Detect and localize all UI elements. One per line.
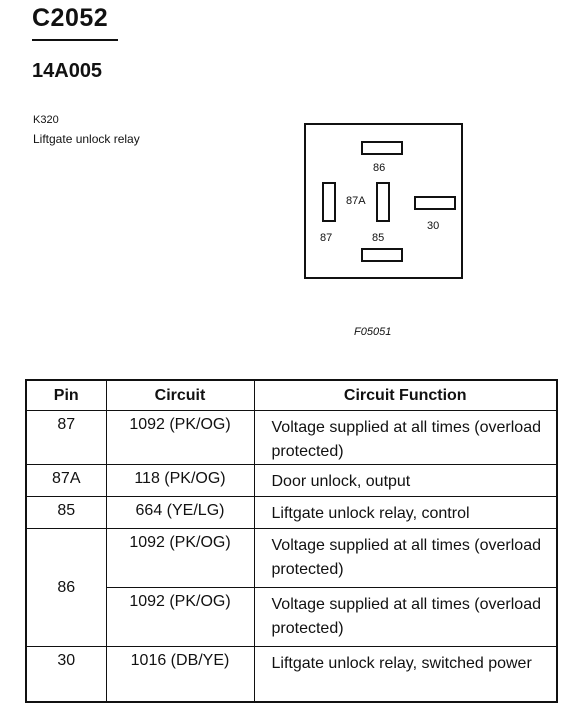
table-header-row: Pin Circuit Circuit Function [25,379,558,411]
pin-cell: 85 [25,496,107,530]
circuit-cell: 118 (PK/OG) [105,464,255,498]
pin-cell: 86 [25,528,107,648]
pin-label-85: 85 [372,232,385,244]
table-row: 30 1016 (DB/YE) Liftgate unlock relay, s… [25,646,558,703]
table-row: 85 664 (YE/LG) Liftgate unlock relay, co… [25,496,558,530]
pin-cell: 87 [25,409,107,466]
header-circuit: Circuit [105,379,255,411]
pin-label-30: 30 [427,220,440,232]
table-row: 87A 118 (PK/OG) Door unlock, output [25,464,558,498]
table-row: 87 1092 (PK/OG) Voltage supplied at all … [25,409,558,466]
circuit-cell: 1092 (PK/OG) [105,528,255,589]
circuit-function-cell: Voltage supplied at all times (overload … [253,587,558,648]
connector-id-underline [32,39,118,41]
header-pin: Pin [25,379,107,411]
pin-cell: 30 [25,646,107,703]
circuit-cell: 1092 (PK/OG) [105,409,255,466]
table-row: 1092 (PK/OG) Voltage supplied at all tim… [26,587,558,648]
relay-connector-face: 86 87 87A 85 30 [304,123,463,279]
pin-cell: 87A [25,464,107,498]
component-code: K320 [33,114,59,126]
terminal-87a [376,182,390,222]
circuit-cell: 1092 (PK/OG) [105,587,255,648]
component-name: Liftgate unlock relay [33,132,140,146]
circuit-function-cell: Liftgate unlock relay, control [253,496,558,530]
circuit-function-cell: Door unlock, output [253,464,558,498]
circuit-function-cell: Voltage supplied at all times (overload … [253,409,558,466]
terminal-87 [322,182,336,222]
pin-circuit-table: Pin Circuit Circuit Function 87 1092 (PK… [25,379,558,703]
circuit-cell: 664 (YE/LG) [105,496,255,530]
pin-label-87: 87 [320,232,333,244]
pin-label-87a: 87A [346,195,366,207]
connector-id: C2052 [32,4,109,32]
terminal-30 [414,196,456,210]
circuit-cell: 1016 (DB/YE) [105,646,255,703]
terminal-86-top [361,141,403,155]
circuit-function-cell: Liftgate unlock relay, switched power [253,646,558,703]
circuit-function-cell: Voltage supplied at all times (overload … [253,528,558,589]
header-circuit-function: Circuit Function [253,379,558,411]
figure-id: F05051 [354,326,392,338]
table-row: 86 1092 (PK/OG) Voltage supplied at all … [25,528,558,648]
part-number: 14A005 [32,60,103,82]
terminal-85-bottom [361,248,403,262]
pin-label-86-top: 86 [373,162,386,174]
